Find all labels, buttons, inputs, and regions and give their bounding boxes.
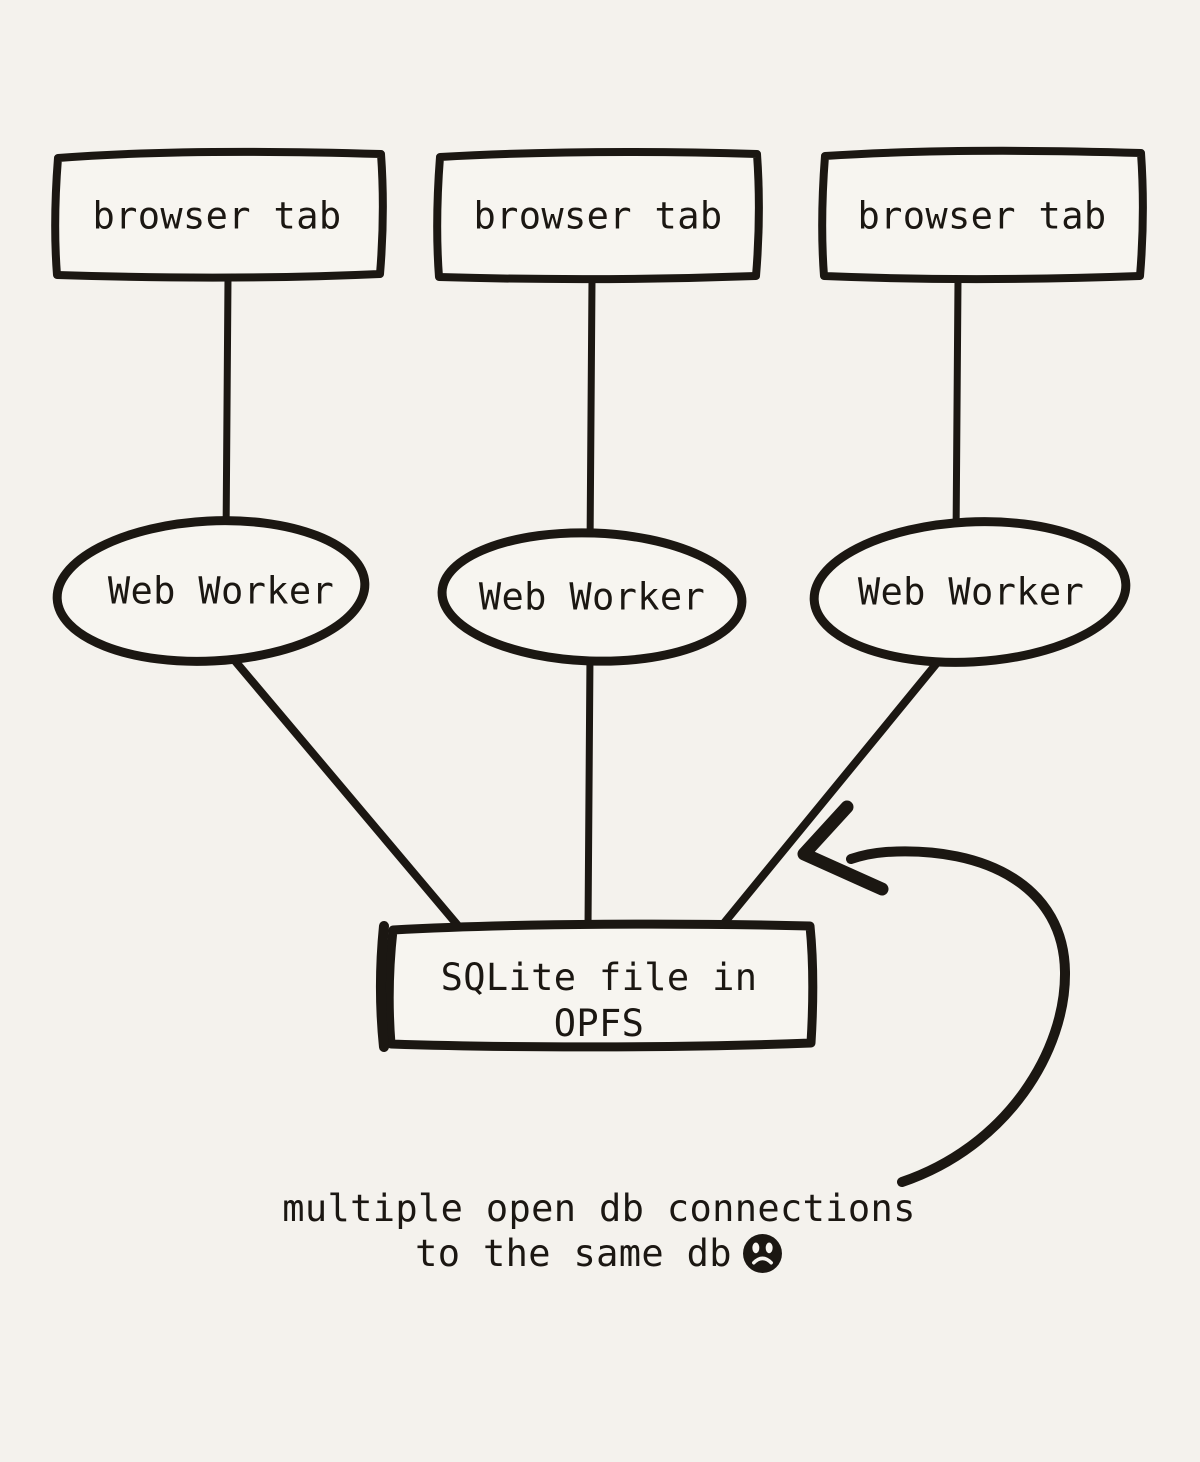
browser-tab-2-box xyxy=(433,148,763,284)
edge-worker2-sqlite xyxy=(584,651,594,932)
annotation-caption: multiple open db connections to the same… xyxy=(149,1186,1049,1276)
sqlite-box xyxy=(384,919,818,1052)
pointer-arrow-curve xyxy=(846,846,1071,1187)
web-worker-2-ellipse xyxy=(437,528,747,666)
sqlite-label: SQLite file in OPFS xyxy=(440,956,758,1045)
browser-tab-2-label: browser tab xyxy=(473,194,723,238)
sqlite-box-left-edge-overdraw xyxy=(376,921,389,1052)
annotation-line-2: to the same db ade xyxy=(149,1231,1049,1276)
annotation-line-1: multiple open db connections xyxy=(282,1187,916,1230)
pointer-arrow-head xyxy=(797,800,889,896)
edge-tab1-worker1 xyxy=(222,274,232,544)
annotation-line-2-text: to the same db xyxy=(415,1232,732,1275)
web-worker-3-label: Web Worker xyxy=(857,570,1085,614)
web-worker-1-ellipse xyxy=(52,516,370,666)
browser-tab-1-box xyxy=(51,147,387,282)
web-worker-1-label: Web Worker xyxy=(107,569,335,613)
frowning-face-icon: ade xyxy=(742,1234,782,1273)
edge-worker1-sqlite xyxy=(226,651,464,932)
browser-tab-3-label: browser tab xyxy=(857,194,1107,238)
edge-tab3-worker3 xyxy=(952,276,962,544)
web-worker-2-label: Web Worker xyxy=(478,575,706,619)
edge-worker3-sqlite xyxy=(716,648,950,932)
edge-tab2-worker2 xyxy=(586,276,596,554)
web-worker-3-ellipse xyxy=(809,517,1131,667)
browser-tab-1-label: browser tab xyxy=(92,194,342,238)
browser-tab-3-box xyxy=(818,146,1147,283)
